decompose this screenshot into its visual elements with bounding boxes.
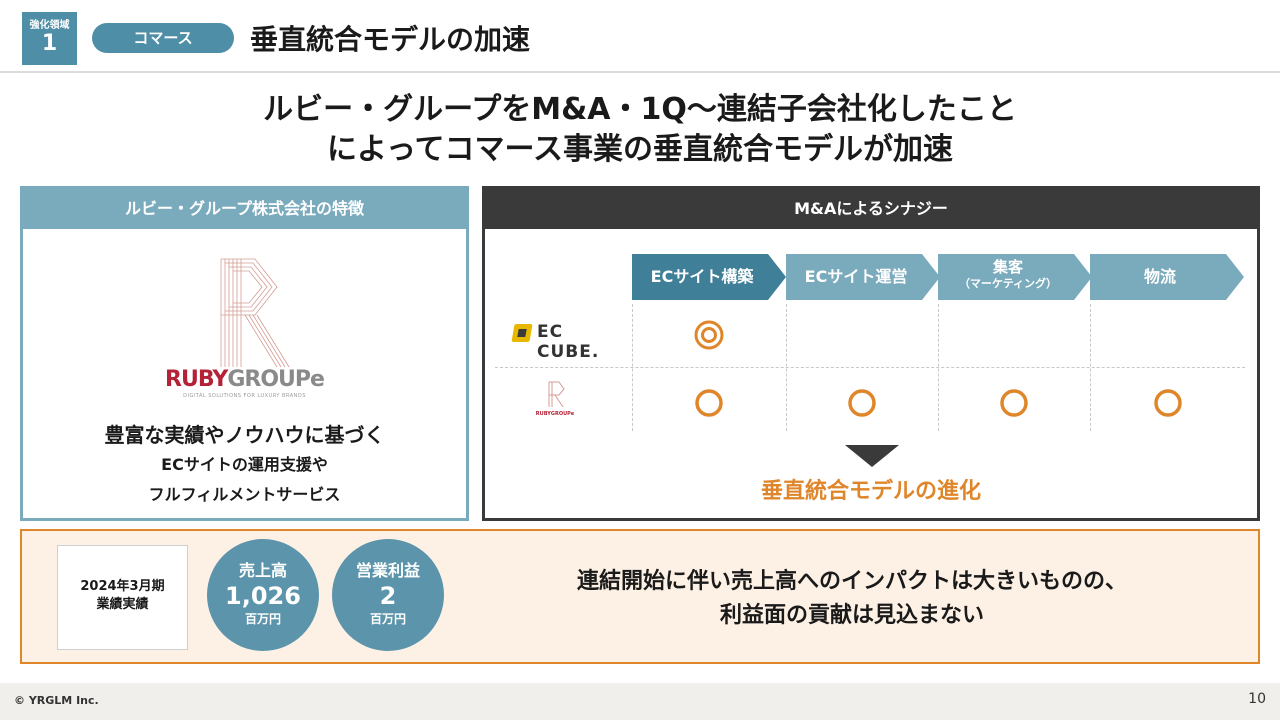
- headline-line2: によってコマース事業の垂直統合モデルが加速: [326, 132, 954, 167]
- step-ec-site-build: ECサイト構築: [632, 254, 786, 300]
- revenue-unit: 百万円: [244, 612, 281, 626]
- operating-profit-circle: 営業利益 2 百万円: [332, 539, 444, 651]
- ruby-small-mark-icon: [548, 381, 565, 408]
- category-pill: コマース: [92, 23, 234, 53]
- feature-line-3: フルフィルメントサービス: [148, 485, 341, 504]
- step-label: ECサイト運営: [804, 267, 908, 286]
- period-box: 2024年3月期 業績実績: [57, 545, 188, 650]
- focus-area-label: 強化領域: [29, 20, 70, 31]
- period-line1: 2024年3月期: [80, 579, 165, 594]
- eccube-wordmark: EC CUBE.: [537, 322, 600, 362]
- step-sublabel: （マーケティング）: [958, 277, 1058, 290]
- ruby-group-small-logo: RUBYGROUPe: [535, 379, 575, 421]
- ruby-group-logo-mark: [220, 258, 290, 368]
- focus-area-number: 1: [41, 31, 58, 56]
- page-title: 垂直統合モデルの加速: [250, 23, 531, 56]
- left-panel-title: ルビー・グループ株式会社の特徴: [23, 189, 466, 229]
- ruby-wordmark-gray: GROUPe: [227, 367, 325, 392]
- feature-line-1: 豊富な実績やノウハウに基づく: [104, 423, 385, 447]
- step-marketing: 集客 （マーケティング）: [938, 254, 1092, 300]
- headline: ルビー・グループをM&A・1Q〜連結子会社化したこと によってコマース事業の垂直…: [0, 90, 1280, 170]
- row-divider: [495, 367, 1245, 368]
- header-divider: [0, 71, 1280, 73]
- ruby-group-tagline: DIGITAL SOLUTIONS FOR LUXURY BRANDS: [183, 393, 306, 399]
- eccube-logo: EC CUBE.: [509, 322, 627, 362]
- impact-line1: 連結開始に伴い売上高へのインパクトは大きいものの、: [576, 569, 1127, 594]
- step-label: 物流: [1143, 267, 1176, 286]
- step-ec-site-operation: ECサイト運営: [786, 254, 940, 300]
- synergy-panel: M&Aによるシナジー ECサイト構築 ECサイト運営 集客 （マーケティング） …: [482, 186, 1260, 521]
- focus-area-badge: 強化領域 1: [22, 12, 77, 65]
- page-number: 10: [1248, 691, 1266, 707]
- circle-icon: [848, 389, 876, 417]
- impact-statement: 連結開始に伴い売上高へのインパクトは大きいものの、 利益面の貢献は見込まない: [462, 565, 1242, 633]
- revenue-label: 売上高: [238, 561, 287, 580]
- copyright: © YRGLM Inc.: [14, 694, 99, 707]
- impact-line2: 利益面の貢献は見込まない: [719, 603, 984, 628]
- eccube-cube-icon: [511, 324, 533, 342]
- results-panel: 2024年3月期 業績実績 売上高 1,026 百万円 営業利益 2 百万円 連…: [20, 529, 1260, 664]
- footer: © YRGLM Inc. 10: [0, 683, 1280, 720]
- profit-unit: 百万円: [369, 612, 406, 626]
- period-line2: 業績実績: [96, 597, 149, 612]
- ruby-wordmark-red: RUBY: [165, 367, 228, 392]
- result-label: 垂直統合モデルの進化: [760, 479, 981, 504]
- circle-icon: [1000, 389, 1028, 417]
- circle-icon: [1154, 389, 1182, 417]
- revenue-circle: 売上高 1,026 百万円: [207, 539, 319, 651]
- feature-line-2: ECサイトの運用支援や: [161, 455, 328, 474]
- step-label: 集客: [992, 258, 1023, 276]
- ruby-group-wordmark: RUBYGROUPe: [23, 367, 466, 392]
- circle-icon: [695, 389, 723, 417]
- ruby-group-features-panel: ルビー・グループ株式会社の特徴 RUBYGROUPe DIGITAL SOLUT…: [20, 186, 469, 521]
- double-circle-icon: [694, 320, 724, 350]
- revenue-value: 1,026: [225, 582, 301, 610]
- right-panel-title: M&Aによるシナジー: [485, 189, 1257, 229]
- profit-value: 2: [379, 582, 397, 610]
- step-label: ECサイト構築: [650, 267, 754, 286]
- down-arrow-icon: [845, 445, 899, 467]
- step-logistics: 物流: [1090, 254, 1244, 300]
- profit-label: 営業利益: [355, 561, 420, 580]
- ruby-small-wordmark: RUBYGROUPe: [535, 411, 575, 417]
- headline-line1: ルビー・グループをM&A・1Q〜連結子会社化したこと: [263, 92, 1017, 127]
